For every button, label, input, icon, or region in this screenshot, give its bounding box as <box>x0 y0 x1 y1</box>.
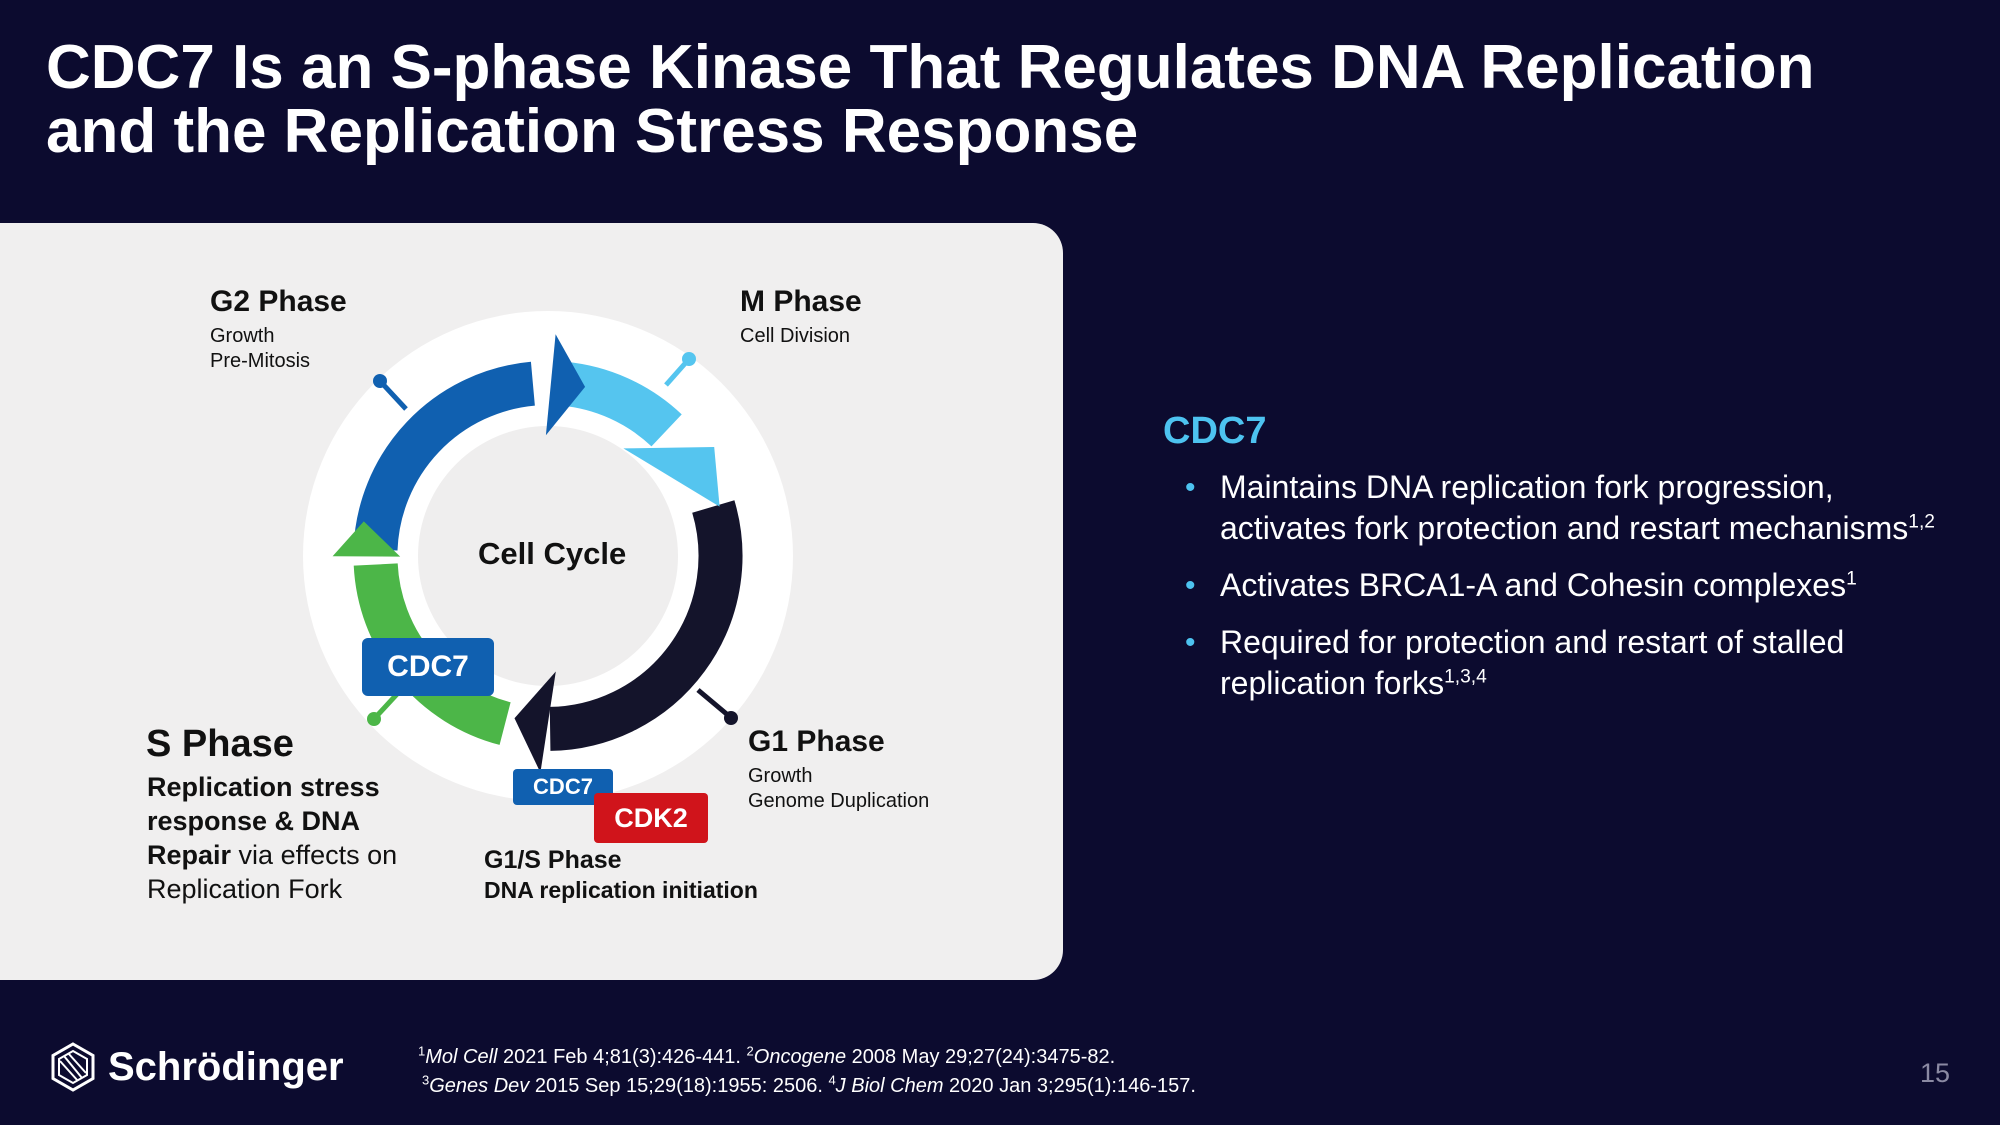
slide-title-line-1: CDC7 Is an S-phase Kinase That Regulates… <box>46 33 1815 102</box>
bullet-item: • Activates BRCA1-A and Cohesin complexe… <box>1163 565 1943 606</box>
g2-phase-line-1: Growth <box>210 325 275 347</box>
m-arrowhead <box>623 447 720 507</box>
ref-4-journal: J Biol Chem <box>835 1075 944 1097</box>
g1s-phase-title: G1/S Phase <box>484 846 622 874</box>
slide-title: CDC7 Is an S-phase Kinase That Regulates… <box>46 36 1926 164</box>
m-pointer-dot <box>682 352 696 366</box>
references: 1Mol Cell 2021 Feb 4;81(3):426-441. 2Onc… <box>418 1043 1196 1101</box>
s-phase-line-4: Replication Fork <box>147 874 343 904</box>
s-phase-line-1: Replication stress <box>147 772 380 802</box>
g2-arc <box>353 361 536 551</box>
cell-cycle-center-label: Cell Cycle <box>478 536 627 571</box>
ref-4-number: 4 <box>828 1072 836 1088</box>
bullet-citation: 1,2 <box>1908 511 1935 533</box>
bullet-citation: 1 <box>1846 568 1857 590</box>
g2-arrowhead <box>545 334 586 436</box>
bullet-dot-icon: • <box>1185 471 1196 504</box>
s-phase-line-3-rest: via effects on <box>231 840 398 870</box>
g1-pointer-dot <box>724 711 738 725</box>
cdc7-badge-large: CDC7 <box>362 638 494 696</box>
cdc7-info-panel: CDC7 • Maintains DNA replication fork pr… <box>1163 410 1943 720</box>
cdk2-badge: CDK2 <box>594 793 708 843</box>
g1-arrowhead <box>514 671 556 773</box>
reference-line-1: 1Mol Cell 2021 Feb 4;81(3):426-441. 2Onc… <box>418 1043 1196 1072</box>
g2-pointer-dot <box>373 374 387 388</box>
cycle-center-disc <box>418 426 678 686</box>
cdc7-bullet-list: • Maintains DNA replication fork progres… <box>1163 467 1943 704</box>
s-phase-line-2: response & DNA <box>147 806 361 836</box>
m-phase-line-1: Cell Division <box>740 325 851 347</box>
g1s-phase-subtitle: DNA replication initiation <box>484 877 758 903</box>
ref-1-journal: Mol Cell <box>425 1046 498 1068</box>
slide-title-line-2: and the Replication Stress Response <box>46 97 1139 166</box>
s-phase-repair-word: Repair <box>147 840 232 870</box>
ref-2-number: 2 <box>746 1043 754 1059</box>
page-number: 15 <box>1920 1058 1951 1088</box>
bullet-item: • Maintains DNA replication fork progres… <box>1163 467 1943 549</box>
g1-pointer-line <box>696 688 731 718</box>
bullet-citation: 1,3,4 <box>1444 666 1487 688</box>
reference-line-2: 3Genes Dev 2015 Sep 15;29(18):1955: 2506… <box>418 1072 1196 1101</box>
ref-1-number: 1 <box>418 1043 426 1059</box>
s-phase-line-3: Repair via effects on <box>147 838 397 872</box>
s-arrowhead <box>332 521 401 557</box>
m-phase-title: M Phase <box>740 285 862 318</box>
s-pointer-dot <box>367 712 381 726</box>
g2-phase-title: G2 Phase <box>210 285 347 318</box>
schrodinger-logo: Schrödinger <box>50 1042 344 1092</box>
bullet-text: Required for protection and restart of s… <box>1220 624 1845 701</box>
s-phase-title: S Phase <box>146 723 294 765</box>
cell-cycle-diagram-card: G2 Phase Growth Pre-Mitosis M Phase Cell… <box>0 223 1063 980</box>
bullet-text: Activates BRCA1-A and Cohesin complexes <box>1220 567 1847 603</box>
g2-phase-line-2: Pre-Mitosis <box>210 350 311 372</box>
schrodinger-logo-text: Schrödinger <box>108 1044 344 1089</box>
schrodinger-logo-icon <box>51 1042 95 1092</box>
cdc7-heading: CDC7 <box>1163 410 1267 452</box>
ref-2-journal: Oncogene <box>753 1046 847 1068</box>
bullet-item: • Required for protection and restart of… <box>1163 622 1943 704</box>
g1-arc <box>549 500 743 751</box>
ref-1-details: 2021 Feb 4;81(3):426-441. <box>497 1046 747 1068</box>
bullet-dot-icon: • <box>1185 626 1196 659</box>
bullet-dot-icon: • <box>1185 569 1196 602</box>
ref-4-details: 2020 Jan 3;295(1):146-157. <box>943 1075 1196 1097</box>
ref-2-details: 2008 May 29;27(24):3475-82. <box>846 1046 1116 1068</box>
g1-phase-line-1: Growth <box>748 765 813 787</box>
g1-phase-title: G1 Phase <box>748 725 885 758</box>
ref-3-journal: Genes Dev <box>429 1075 530 1097</box>
g1-phase-line-2: Genome Duplication <box>748 790 930 812</box>
bullet-text: Maintains DNA replication fork progressi… <box>1220 469 1909 546</box>
ref-3-details: 2015 Sep 15;29(18):1955: 2506. <box>529 1075 829 1097</box>
ref-3-number: 3 <box>422 1072 430 1088</box>
s-phase-description: Replication stress response & DNA Repair… <box>147 770 397 906</box>
